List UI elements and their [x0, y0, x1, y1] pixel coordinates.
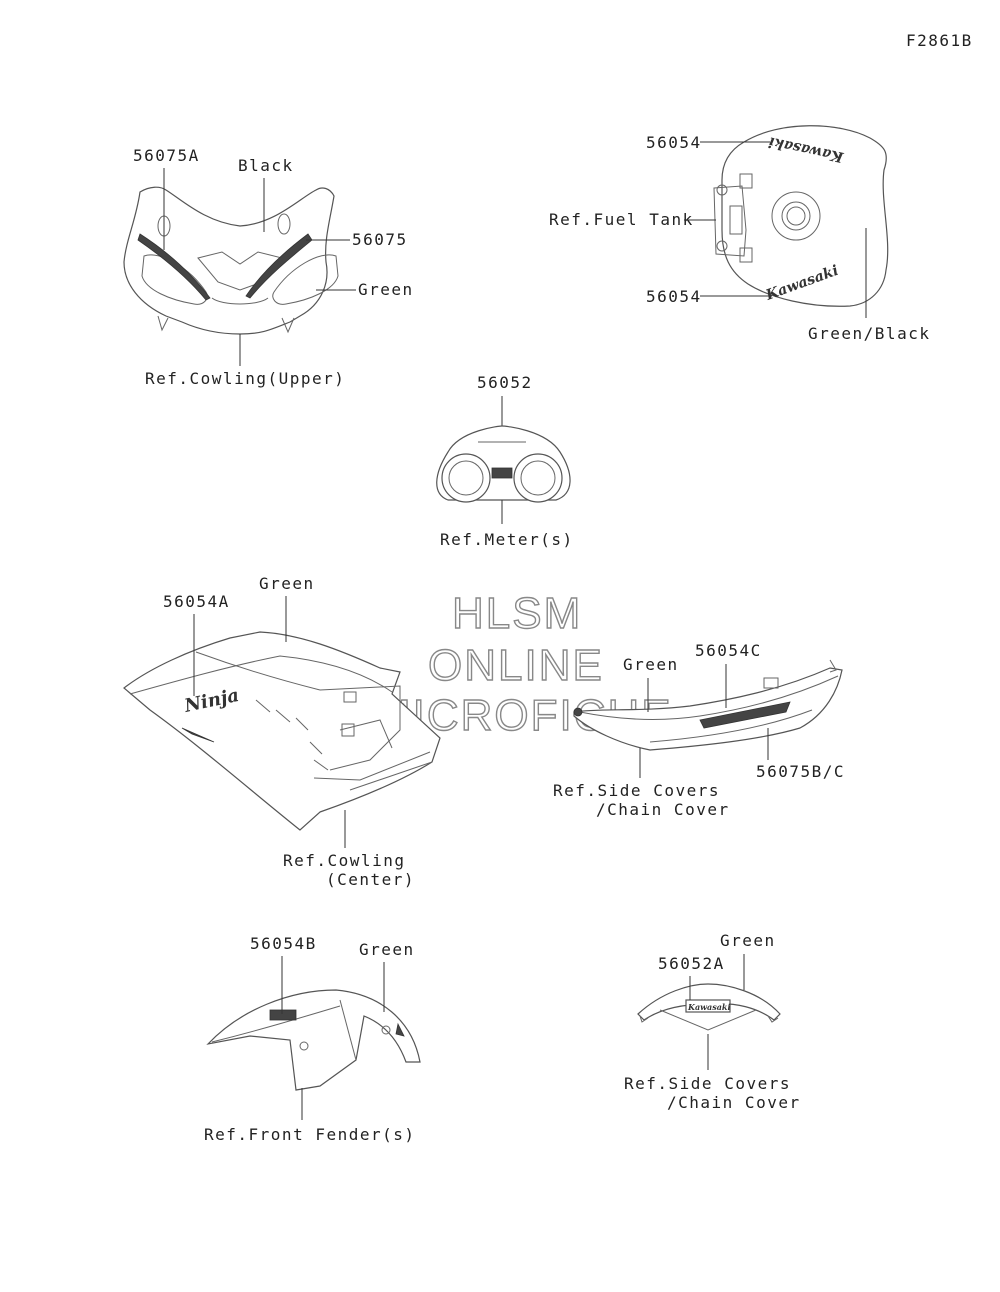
rear-cover-group: Kawasaki Green 56052A Ref.Side Covers /C…	[624, 931, 801, 1112]
label-part-56052: 56052	[477, 373, 533, 392]
front-fender-group: 56054B Green Ref.Front Fender(s)	[204, 934, 421, 1144]
label-ref-side-covers-line1: Ref.Side Covers	[553, 781, 720, 800]
label-color-black: Black	[238, 156, 294, 175]
label-part-56052A: 56052A	[658, 954, 725, 973]
label-ref-rear-cover-line2: /Chain Cover	[667, 1093, 801, 1112]
label-ref-fuel-tank: Ref.Fuel Tank	[549, 210, 694, 229]
label-part-56075BC: 56075B/C	[756, 762, 845, 781]
label-part-56054A: 56054A	[163, 592, 230, 611]
meter-group: 56052 Ref.Meter(s)	[436, 373, 574, 549]
label-part-56075A: 56075A	[133, 146, 200, 165]
label-part-56054-bottom: 56054	[646, 287, 702, 306]
kawasaki-logo-rear: Kawasaki	[687, 1002, 730, 1012]
cowling-center-group: Ninja 56054A Green Ref.Cowling (Center)	[123, 574, 441, 889]
cowling-upper-shape	[123, 186, 335, 335]
label-color-green-rear-cover: Green	[720, 931, 776, 950]
watermark-line1: HLSM	[452, 589, 582, 638]
label-color-green-cowling-upper: Green	[358, 280, 414, 299]
label-color-green-side-covers: Green	[623, 655, 679, 674]
cowling-center-shape	[123, 631, 441, 831]
label-part-56054C: 56054C	[695, 641, 762, 660]
watermark-line2: ONLINE	[428, 641, 604, 690]
front-fender-shape	[206, 989, 421, 1091]
label-ref-cowling-upper: Ref.Cowling(Upper)	[145, 369, 345, 388]
label-ref-rear-cover-line1: Ref.Side Covers	[624, 1074, 791, 1093]
label-ref-cowling-center-line2: (Center)	[326, 870, 415, 889]
label-part-56075: 56075	[352, 230, 408, 249]
side-covers-group: Green 56054C 56075B/C Ref.Side Covers /C…	[553, 641, 845, 819]
label-ref-front-fender: Ref.Front Fender(s)	[204, 1125, 416, 1144]
label-ref-side-covers-line2: /Chain Cover	[596, 800, 730, 819]
label-color-green-black: Green/Black	[808, 324, 930, 343]
label-ref-cowling-center-line1: Ref.Cowling	[283, 851, 405, 870]
cowling-upper-group: 56075A Black 56075 Green Ref.Cowling(Upp…	[123, 146, 414, 388]
fuel-tank-group: Kawasaki Kawasaki 56054 Ref.Fuel Tank 56…	[549, 125, 930, 343]
diagram-id: F2861B	[906, 31, 973, 50]
label-part-56054B: 56054B	[250, 934, 317, 953]
label-ref-meter: Ref.Meter(s)	[440, 530, 574, 549]
label-color-green-front-fender: Green	[359, 940, 415, 959]
label-part-56054-top: 56054	[646, 133, 702, 152]
label-color-green-cowling-center: Green	[259, 574, 315, 593]
